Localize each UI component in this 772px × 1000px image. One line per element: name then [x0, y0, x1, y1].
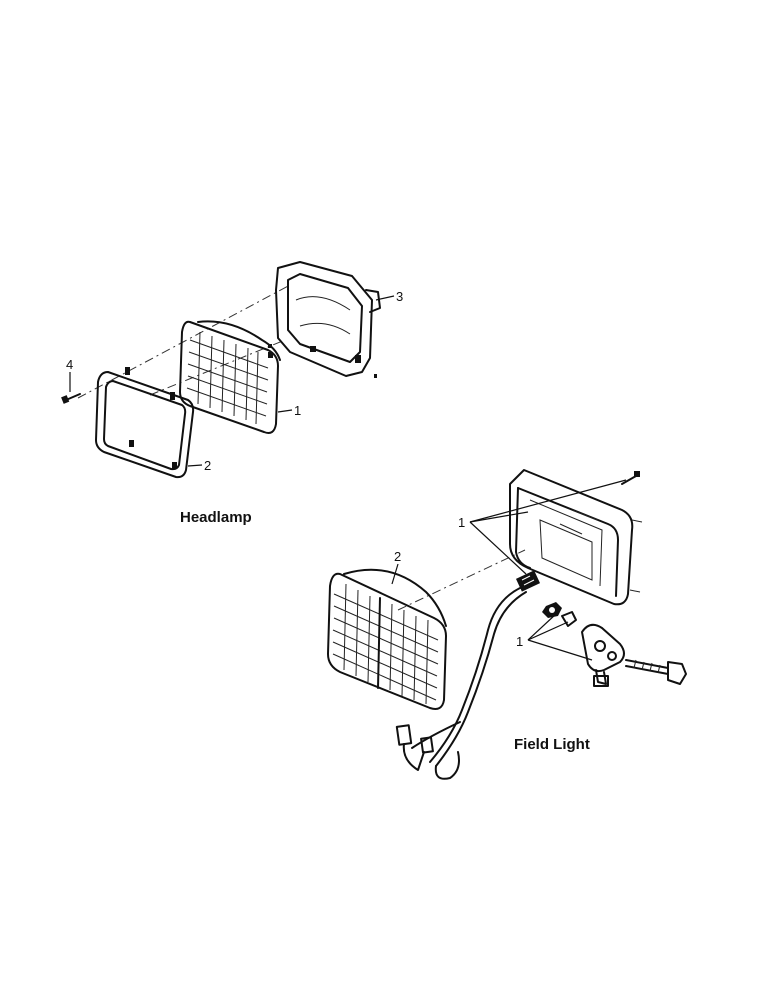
headlamp-sealed-beam — [179, 320, 281, 434]
field-light-wire-harness — [395, 587, 527, 780]
headlamp-title: Headlamp — [180, 509, 252, 526]
field-light-callout-housing-hardware: 1 — [458, 515, 465, 530]
field-light-callout-lamp: 2 — [394, 549, 401, 564]
headlamp-callout-housing: 3 — [396, 289, 403, 304]
headlamp-callout-bezel: 2 — [204, 458, 211, 473]
headlamp-leader-1 — [277, 409, 293, 413]
field-light-mounting-bracket — [581, 623, 625, 687]
headlamp-assembly: 1 2 3 4 Headlamp — [61, 261, 403, 526]
field-light-leaders-housing — [469, 479, 627, 575]
field-light-callout-mount-hardware: 1 — [516, 634, 523, 649]
field-light-assembly: 1 1 2 Field Light — [327, 469, 687, 780]
headlamp-leader-2 — [187, 464, 203, 467]
field-light-connector — [515, 570, 541, 592]
headlamp-callout-lamp: 1 — [294, 403, 301, 418]
field-light-mount-bolt — [625, 659, 687, 685]
headlamp-center-line — [77, 284, 291, 399]
headlamp-bezel — [95, 367, 195, 479]
field-light-title: Field Light — [514, 736, 590, 753]
headlamp-leader-3 — [375, 295, 395, 301]
headlamp-screw — [61, 393, 81, 404]
field-light-sealed-beam — [327, 568, 447, 710]
field-light-leaders-mount — [527, 613, 593, 661]
field-light-housing-screw — [621, 471, 640, 485]
headlamp-center-line-lower — [149, 339, 286, 396]
field-light-nut — [542, 602, 562, 618]
headlamp-mounting-housing — [275, 261, 381, 378]
field-light-housing — [509, 469, 643, 606]
field-light-center-line — [397, 549, 526, 611]
field-light-leader-lamp — [391, 563, 399, 585]
headlamp-callout-screw: 4 — [66, 357, 73, 372]
